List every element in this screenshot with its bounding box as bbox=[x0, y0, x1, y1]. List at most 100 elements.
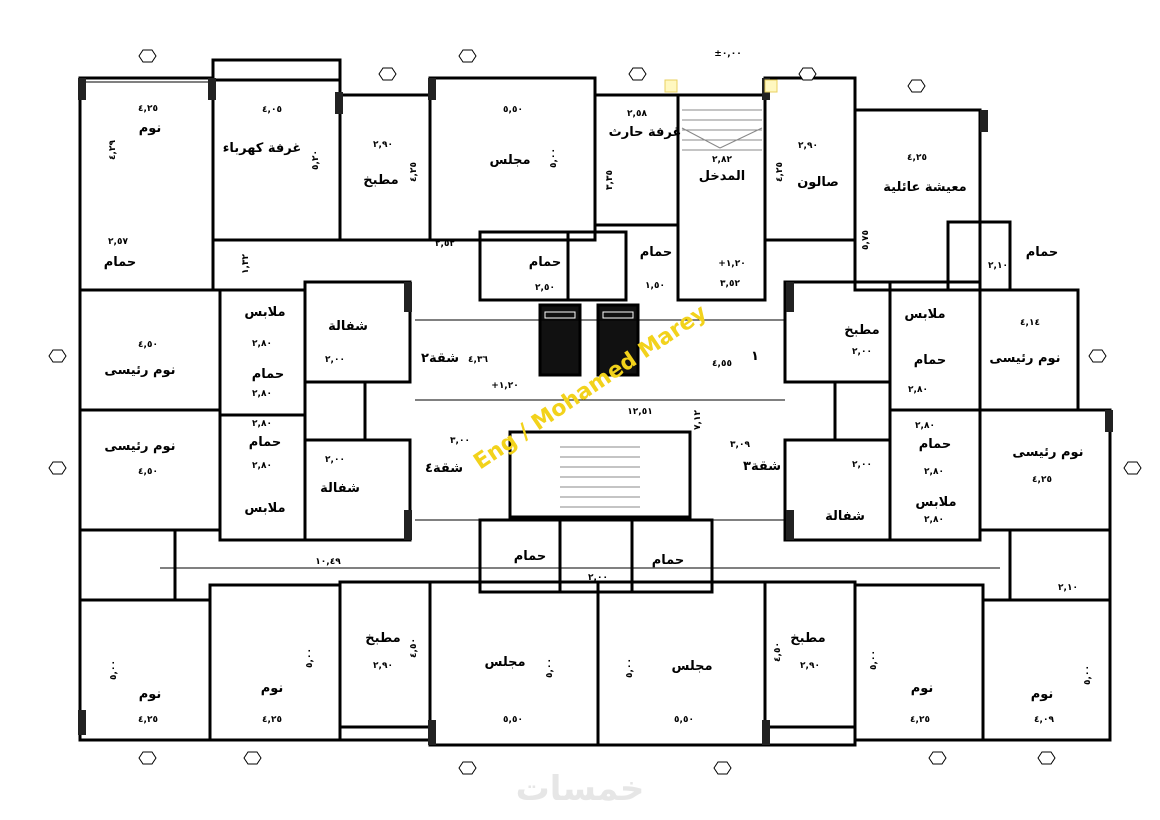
room-label: شفالة bbox=[825, 509, 865, 524]
room-dim: ٢,١٠ bbox=[1058, 583, 1078, 593]
room-dim: ٢,٨٠ bbox=[252, 461, 272, 471]
room-dim: ٢,٥٧ bbox=[108, 237, 128, 247]
room-label: حمام bbox=[514, 549, 547, 564]
room-dim: ١,٥٠ bbox=[645, 281, 665, 291]
room-label: نوم bbox=[261, 681, 284, 696]
room-label: ملابس bbox=[244, 305, 285, 320]
room-dim: ٢,٠٠ bbox=[325, 455, 345, 465]
room-label: معيشة عائلية bbox=[883, 180, 966, 195]
apartment-labels: شقة٢ شقة٤ شقة٣ ١ bbox=[421, 349, 781, 476]
room-dim: ٤,٢٥ bbox=[1032, 475, 1052, 485]
room-label: ملابس bbox=[904, 307, 945, 322]
room-dim: ٢,٨٠ bbox=[908, 385, 928, 395]
middle-room-labels: نوم رئيسى ٤,٥٠ نوم رئيسى ٤,٥٠ نوم رئيسى … bbox=[104, 237, 1084, 593]
room-label: نوم bbox=[139, 687, 162, 702]
room-label: غرفة حارث bbox=[609, 125, 682, 140]
room-dim: ٢,٠٠ bbox=[852, 347, 872, 357]
room-dim: ٥,٢٠ bbox=[311, 150, 321, 170]
dimension: ١٢,٥١ bbox=[627, 407, 652, 417]
room-label: نوم bbox=[1031, 687, 1054, 702]
room-dim: ٤,٥٠ bbox=[409, 638, 419, 658]
room-dim: ٥,٠٠ bbox=[869, 650, 879, 670]
room-dim: ٢,٠٠ bbox=[852, 460, 872, 470]
room-dim: ٥,٠٠ bbox=[625, 658, 635, 678]
room-dim: ٥,٠٠ bbox=[305, 648, 315, 668]
room-label: حمام bbox=[252, 367, 285, 382]
room-label: مطبخ bbox=[844, 323, 879, 338]
room-dim: ٥,٧٥ bbox=[861, 230, 871, 250]
room-dim: ٤,٢٩ bbox=[108, 140, 118, 160]
room-dim: ٣,٥٢ bbox=[720, 279, 740, 289]
room-label: مجلس bbox=[489, 153, 530, 168]
apartment-2-label: شقة٢ bbox=[421, 351, 459, 366]
dimension: ١,٣٢ bbox=[241, 254, 251, 274]
room-dim: ٣,٣٥ bbox=[605, 170, 615, 190]
room-label: شفالة bbox=[320, 481, 360, 496]
room-dim: ٤,٢٥ bbox=[138, 104, 158, 114]
room-label: مطبخ bbox=[365, 631, 400, 646]
room-dim: ٤,١٤ bbox=[1020, 318, 1040, 328]
dimension: ٤,٥٥ bbox=[712, 359, 732, 369]
room-dim: ٢,٨٠ bbox=[252, 389, 272, 399]
room-label: حمام bbox=[529, 255, 562, 270]
room-label: نوم bbox=[911, 681, 934, 696]
room-dim: ٢,٠٠ bbox=[325, 355, 345, 365]
dimension: ٣,٠٩ bbox=[730, 440, 750, 450]
room-label: حمام bbox=[652, 553, 685, 568]
bottom-room-labels: نوم ٤,٢٥ ٥,٠٠ نوم ٤,٢٥ ٥,٠٠ مطبخ ٢,٩٠ ٤,… bbox=[109, 631, 1093, 725]
room-label: حمام bbox=[919, 437, 952, 452]
walls bbox=[78, 58, 1112, 747]
room-label: حمام bbox=[640, 245, 673, 260]
dimension: ٧,١٢ bbox=[693, 410, 703, 430]
room-label: نوم bbox=[139, 121, 162, 136]
room-dim: ٤,٢٥ bbox=[910, 715, 930, 725]
room-dim: ٢,٨٠ bbox=[252, 419, 272, 429]
room-label: مجلس bbox=[484, 655, 525, 670]
room-label: مطبخ bbox=[363, 173, 398, 188]
room-dim: ٥,٥٠ bbox=[503, 715, 523, 725]
room-dim: ٢,٨٠ bbox=[252, 339, 272, 349]
room-label: مجلس bbox=[671, 659, 712, 674]
room-label: صالون bbox=[797, 175, 839, 190]
room-dim: ٤,٢٥ bbox=[775, 162, 785, 182]
room-dim: ٤,٢٥ bbox=[409, 162, 419, 182]
columns bbox=[78, 78, 1113, 745]
room-dim: ٢,٨٠ bbox=[915, 421, 935, 431]
room-dim: ٢,١٠ bbox=[988, 261, 1008, 271]
room-dim: ٤,٠٩ bbox=[1034, 715, 1054, 725]
room-dim: ٤,٠٥ bbox=[262, 105, 282, 115]
room-label: ملابس bbox=[244, 501, 285, 516]
apartment-4-label: شقة٤ bbox=[425, 461, 463, 476]
room-dim: ٤,٢٥ bbox=[138, 715, 158, 725]
room-dim: ٢,٩٠ bbox=[800, 661, 820, 671]
apartment-1-label: ١ bbox=[751, 349, 759, 364]
window-tags bbox=[48, 49, 1142, 775]
khamsat-logo: خمسات bbox=[516, 769, 645, 809]
room-label: نوم رئيسى bbox=[104, 439, 175, 454]
room-dim: ٢,٥٠ bbox=[535, 283, 555, 293]
dimension: ٢,٥٢ bbox=[435, 239, 455, 249]
room-label: مطبخ bbox=[790, 631, 825, 646]
room-label: حمام bbox=[249, 435, 282, 450]
dimension: +١,٢٠ bbox=[718, 259, 745, 269]
dimension: ±٠,٠٠ bbox=[714, 49, 741, 59]
room-label: حمام bbox=[1026, 245, 1059, 260]
room-dim: ٤,٢٥ bbox=[262, 715, 282, 725]
room-dim: ٤,٥٠ bbox=[773, 642, 783, 662]
room-label: شفالة bbox=[328, 319, 368, 334]
corridor-dimensions: ٤,٣٦ ٤,٥٥ ١٢,٥١ ٧,١٢ ٣,٠٠ ٣,٠٩ ١٠,٤٩ ١,٣… bbox=[241, 49, 750, 567]
room-dim: ٤,٥٠ bbox=[138, 340, 158, 350]
room-dim: ٢,٠٠ bbox=[588, 573, 608, 583]
dimension: ١٠,٤٩ bbox=[315, 557, 341, 567]
apartment-3-label: شقة٣ bbox=[743, 459, 781, 474]
room-label: حمام bbox=[914, 353, 947, 368]
room-dim: ٥,٠٠ bbox=[549, 148, 559, 168]
room-dim: ٢,٥٨ bbox=[627, 109, 647, 119]
room-dim: ٥,٠٠ bbox=[1083, 665, 1093, 685]
room-dim: ٥,٠٠ bbox=[109, 660, 119, 680]
room-dim: ٢,٩٠ bbox=[798, 141, 818, 151]
room-dim: ٤,٥٠ bbox=[138, 467, 158, 477]
room-label: غرفة كهرباء bbox=[223, 141, 302, 156]
dimension: ٣,٠٠ bbox=[450, 436, 470, 446]
